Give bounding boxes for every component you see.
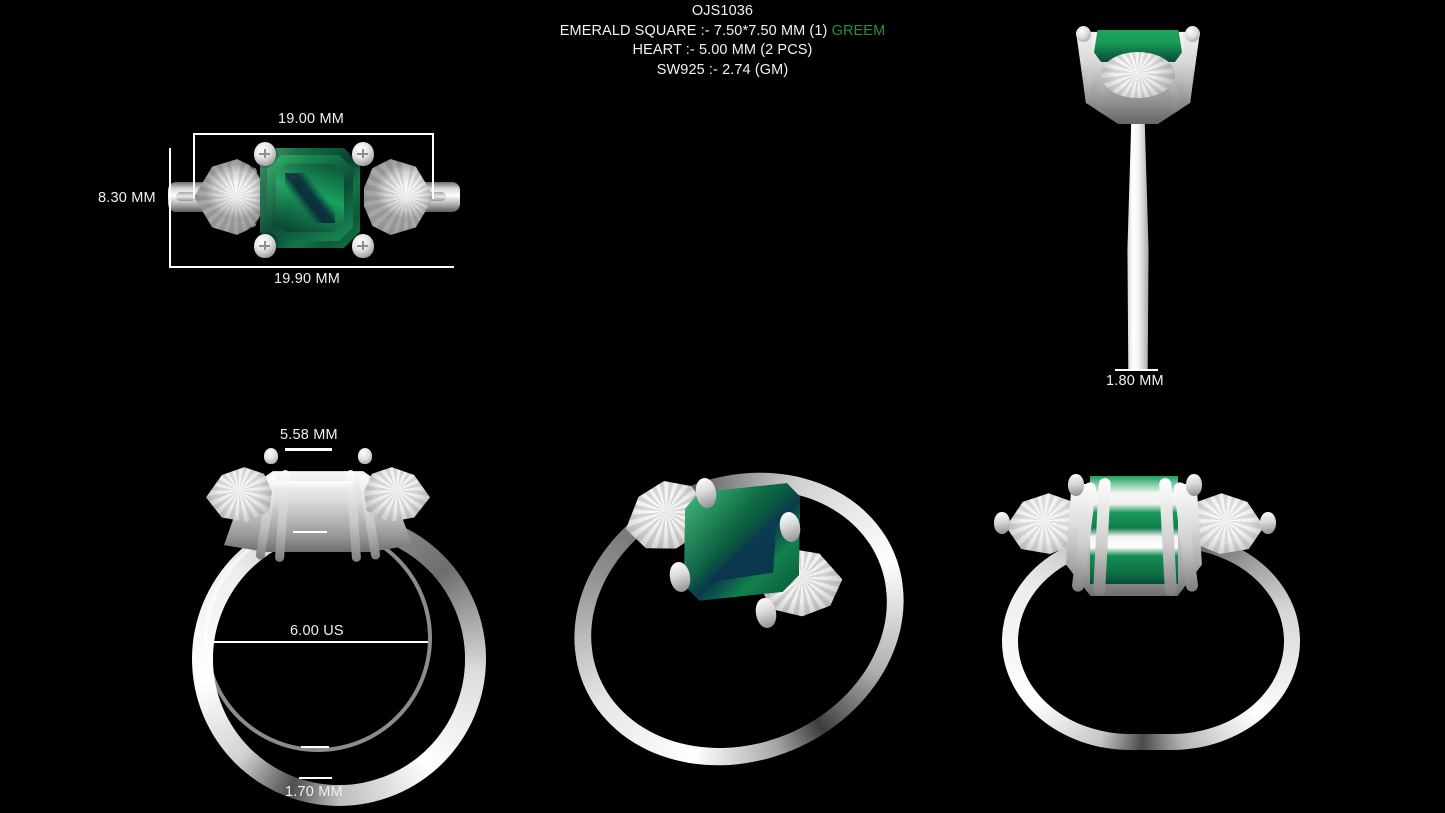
prong (254, 142, 276, 166)
emerald-table-reflection (285, 173, 335, 223)
side-view (1068, 22, 1208, 370)
emerald-gloss (260, 148, 360, 248)
dim-label-head-height: 5.58 MM (280, 427, 338, 443)
dim-rule-19mm-horizontal (193, 133, 434, 135)
emerald-girdle-highlight (270, 481, 354, 490)
dim-label-ring-size: 6.00 US (290, 623, 344, 639)
prong (352, 234, 374, 258)
dim-label-top-width-outer: 19.90 MM (274, 271, 341, 287)
metal-spec: SW925 :- 2.74 (GM) (656, 61, 789, 78)
side-diamond-right (364, 159, 434, 235)
prong (1076, 26, 1091, 42)
dim-label-top-height: 8.30 MM (98, 190, 156, 206)
center-stone-spec: EMERALD SQUARE :- 7.50*7.50 MM (1) GREEM (0, 22, 1445, 42)
dim-rule-830mm-vertical (169, 148, 171, 268)
prong (1260, 512, 1276, 534)
diamond-facets (364, 467, 430, 522)
top-view (168, 130, 460, 270)
perspective-view (560, 444, 918, 794)
side-diamond-right (364, 467, 430, 522)
diamond-facets (1101, 52, 1175, 98)
dim-label-band-thickness: 1.80 MM (1106, 373, 1164, 389)
prong (994, 512, 1010, 534)
side-diamond (1101, 52, 1175, 98)
prong (1186, 474, 1202, 496)
dim-rule-180mm (1115, 369, 1158, 371)
dim-rule-ring-size (207, 641, 428, 643)
dim-rule-558mm (285, 448, 332, 451)
dim-rule-1990mm-horizontal (169, 266, 454, 268)
side-diamond-left (194, 159, 264, 235)
prong (1185, 26, 1200, 42)
style-code: OJS1036 (691, 3, 754, 19)
dim-tick-gallery-inner (293, 531, 327, 533)
prong (358, 448, 372, 464)
side-stone-spec: HEART :- 5.00 MM (2 PCS) (632, 42, 813, 58)
dim-tick-19mm-left (193, 133, 195, 199)
diamond-facets (206, 467, 272, 522)
center-stone-spec-text: EMERALD SQUARE :- 7.50*7.50 MM (1) (559, 22, 832, 39)
dim-label-band-width: 1.70 MM (285, 784, 343, 800)
diamond-facets (194, 159, 264, 235)
prong (264, 448, 278, 464)
center-stone-color-label: GREEM (831, 22, 886, 39)
spec-header: OJS1036 EMERALD SQUARE :- 7.50*7.50 MM (… (0, 2, 1445, 80)
rear-view (990, 470, 1284, 734)
center-emerald-stone (270, 454, 354, 526)
dim-label-top-width-inner: 19.00 MM (278, 111, 345, 127)
dim-tick-19mm-right (432, 133, 434, 199)
shank-profile (1127, 102, 1149, 370)
prong (1068, 474, 1084, 496)
diamond-facets (364, 159, 434, 235)
front-elevation-view (178, 440, 465, 790)
dim-rule-170mm (299, 777, 332, 779)
prong (352, 142, 374, 166)
prong (254, 234, 276, 258)
dim-tick-band-top (301, 746, 329, 748)
side-diamond-left (206, 467, 272, 522)
center-emerald-stone (260, 148, 360, 248)
